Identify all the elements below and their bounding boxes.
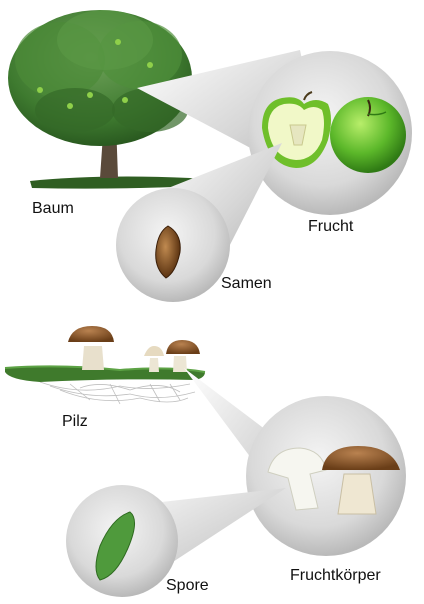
mycelium [39,381,196,405]
label-tree: Baum [32,200,74,217]
label-mushroom: Pilz [62,413,88,430]
apple-half [262,91,331,168]
seed-bubble [116,188,230,302]
fruit-bubble [248,51,412,215]
ground-top [30,176,202,189]
label-fruit: Frucht [308,218,354,235]
mushroom-large [68,326,114,370]
spore-bubble [66,485,178,597]
mushroom-cut-half [267,447,327,511]
mushroom-small [144,346,164,372]
tree-illustration [8,10,202,189]
spore [95,511,135,581]
fruiting-body-bubble [246,396,406,556]
apple-whole [330,97,406,173]
mushroom-whole [322,446,400,515]
mushroom-medium [166,340,200,372]
label-spore: Spore [166,577,209,594]
label-seed: Samen [221,275,272,292]
seed [155,225,181,279]
label-fruiting-body: Fruchtkörper [290,567,381,584]
mushroom-illustration [4,326,206,405]
